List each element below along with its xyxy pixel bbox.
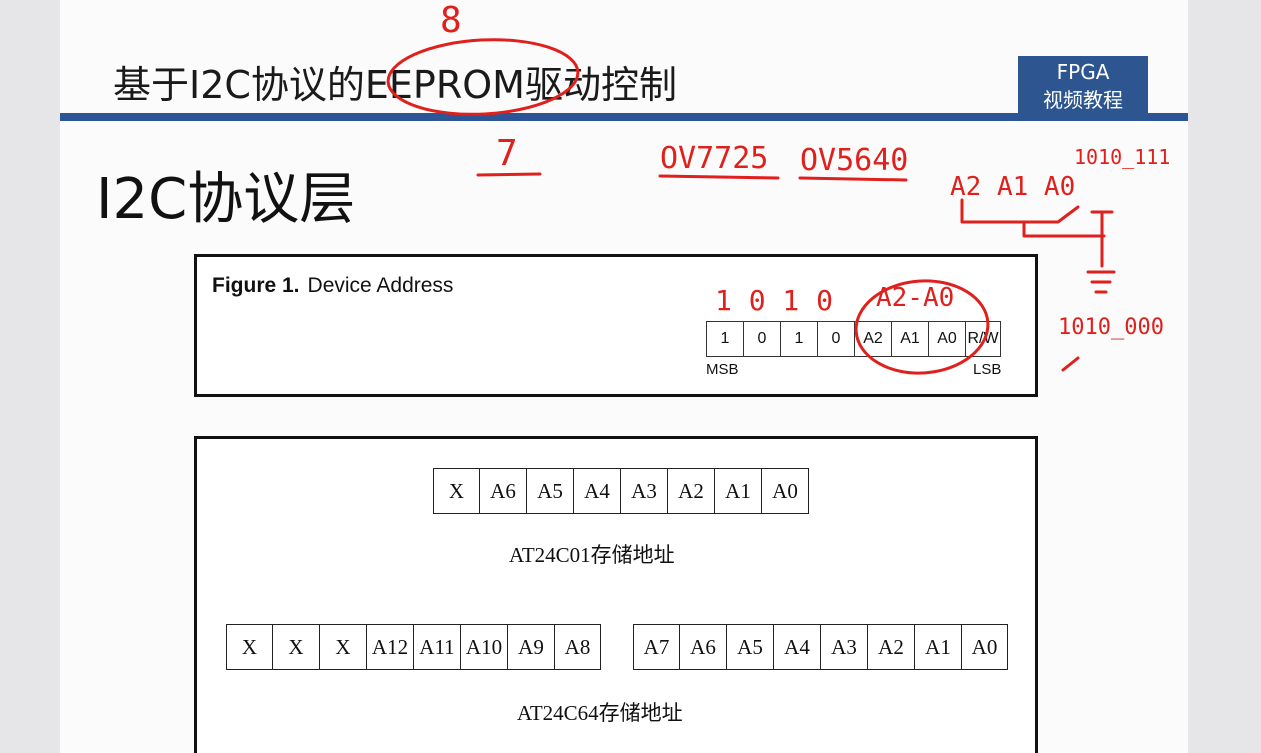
device-address-bits: 1 0 1 0 A2 A1 A0 R/W: [706, 321, 1001, 357]
at24c64-label: AT24C64存储地址: [517, 701, 683, 725]
register-cell: A6: [480, 469, 527, 513]
register-cell: A9: [508, 625, 555, 669]
register-cell: A3: [821, 625, 868, 669]
address-bit: 0: [744, 322, 781, 356]
slide-title: 基于I2C协议的EEPROM驱动控制: [113, 63, 677, 107]
at24c01-label: AT24C01存储地址: [509, 543, 675, 567]
figure-caption-text: Device Address: [307, 274, 454, 297]
address-bit: A1: [892, 322, 929, 356]
at24c01-register: X A6 A5 A4 A3 A2 A1 A0: [433, 468, 809, 514]
at24c64-high-register: X X X A12 A11 A10 A9 A8: [226, 624, 601, 670]
storage-address-figure: X A6 A5 A4 A3 A2 A1 A0 AT24C01存储地址 X X X…: [194, 436, 1038, 753]
register-cell: X: [273, 625, 320, 669]
register-cell: A3: [621, 469, 668, 513]
register-cell: A5: [727, 625, 774, 669]
at24c64-low-register: A7 A6 A5 A4 A3 A2 A1 A0: [633, 624, 1008, 670]
msb-label: MSB: [706, 361, 739, 378]
register-cell: A1: [915, 625, 962, 669]
figure-caption: Figure 1. Device Address: [212, 274, 453, 298]
register-cell: A6: [680, 625, 727, 669]
register-cell: A5: [527, 469, 574, 513]
address-bit: A0: [929, 322, 966, 356]
slide: 基于I2C协议的EEPROM驱动控制 FPGA 视频教程 I2C协议层 Figu…: [60, 0, 1188, 753]
register-cell: A8: [564, 634, 591, 659]
register-cell: A12: [367, 625, 414, 669]
address-bit: R/W: [967, 330, 999, 347]
register-cell: A2: [668, 469, 715, 513]
register-cell: A11: [414, 625, 461, 669]
register-cell: A4: [774, 625, 821, 669]
lsb-label: LSB: [973, 361, 1002, 378]
device-address-figure: Figure 1. Device Address 1 0 1 0 A2 A1 A0…: [194, 254, 1038, 397]
register-cell: A0: [772, 478, 798, 503]
register-cell: A0: [971, 634, 998, 659]
register-cell: A4: [574, 469, 621, 513]
title-underline-bar: [60, 113, 1188, 121]
register-cell: A1: [715, 469, 762, 513]
address-bit: 1: [781, 322, 818, 356]
register-cell: X: [434, 469, 480, 513]
register-cell: X: [227, 625, 273, 669]
register-cell: A10: [461, 625, 508, 669]
logo-line1: FPGA: [1056, 60, 1110, 84]
address-bit: 1: [707, 322, 744, 356]
address-bit: A2: [855, 322, 892, 356]
address-bit: 0: [818, 322, 855, 356]
right-margin: [1188, 0, 1261, 753]
left-margin: [0, 0, 60, 753]
register-cell: A7: [634, 625, 680, 669]
fpga-logo: FPGA 视频教程: [1018, 56, 1148, 120]
register-cell: X: [320, 625, 367, 669]
register-cell: A2: [868, 625, 915, 669]
logo-line2: 视频教程: [1043, 88, 1123, 112]
figure-caption-number: Figure 1.: [212, 274, 300, 297]
section-heading: I2C协议层: [96, 167, 356, 232]
